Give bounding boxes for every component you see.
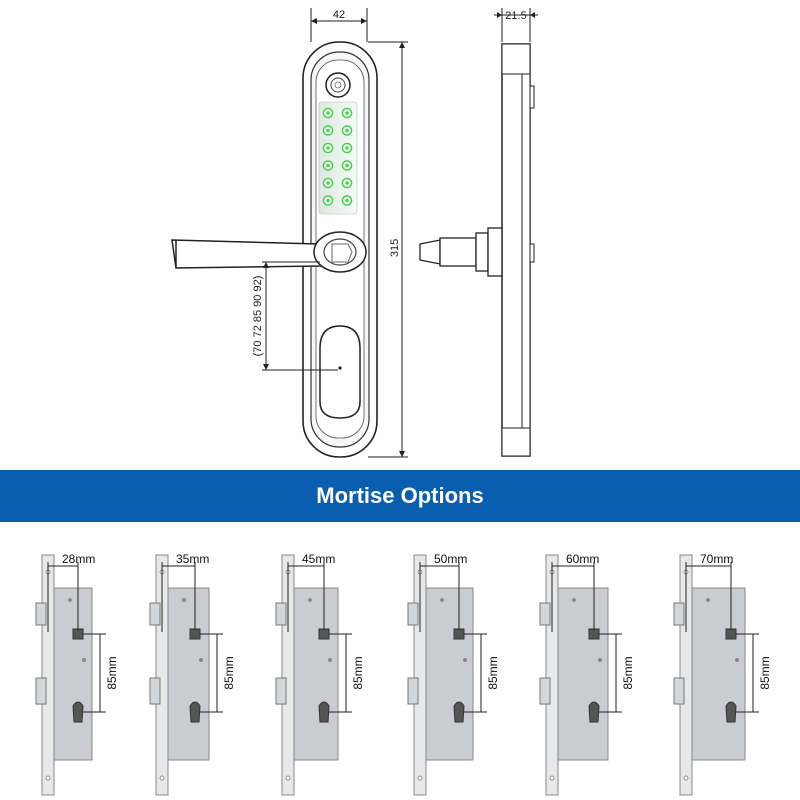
height-dimension: 315 [368, 41, 408, 458]
keypad-key [322, 125, 334, 136]
mortise-latch [275, 602, 287, 626]
keypad-key [322, 107, 334, 119]
height-dimension-label: 315 [389, 239, 401, 257]
mortise-lock: 28mm 85mm [35, 552, 119, 796]
mortise-lock: 60mm 85mm [539, 552, 635, 796]
width-dimension-label: 42 [333, 9, 345, 21]
depth-dimension-label: 21.5 [505, 10, 526, 22]
keypad-key [341, 142, 353, 154]
cylinder-hole [318, 701, 330, 723]
banner-title: Mortise Options [316, 483, 484, 508]
center-distance-label: 85mm [105, 656, 119, 689]
mortise-body [425, 587, 474, 761]
center-distance-label: 85mm [486, 656, 500, 689]
cylinder-hole [588, 701, 600, 723]
spindle-hole [72, 628, 84, 640]
mortise-bolt [35, 677, 47, 705]
backset-dimension: (70 72 85 90 92) [252, 261, 338, 371]
mortise-body [293, 587, 339, 761]
spindle-hole [318, 628, 330, 640]
front-view: 42 [171, 8, 408, 458]
mortise-latch [149, 602, 161, 626]
cylinder-cover [319, 325, 361, 419]
cylinder-hole [725, 701, 737, 723]
mortise-latch [407, 602, 419, 626]
keypad-key [322, 177, 334, 189]
fingerprint-sensor-icon [325, 72, 351, 98]
keypad-key [341, 177, 353, 189]
keypad-key [341, 107, 353, 119]
backset-label: 50mm [434, 552, 467, 566]
depth-dimension: 21.5 [494, 8, 538, 42]
mortise-latch [35, 602, 47, 626]
spindle-hole [453, 628, 465, 640]
mortise-lock: 70mm 85mm [673, 552, 772, 796]
backset-range-label: (70 72 85 90 92) [252, 276, 264, 357]
mortise-bolt [407, 677, 419, 705]
center-distance-label: 85mm [758, 656, 772, 689]
keypad-key [322, 160, 334, 171]
lever-handle [171, 231, 367, 273]
cylinder-hole [72, 701, 84, 723]
keypad [318, 101, 358, 215]
spindle-hole [725, 628, 737, 640]
mortise-bolt [149, 677, 161, 705]
width-dimension: 42 [310, 8, 368, 42]
mortise-body [691, 587, 746, 761]
mortise-options-row: 28mm 85mm 35mm 85mm 45mm 85mm 50mm 85mm 60mm 85mm… [35, 552, 772, 796]
center-distance-label: 85mm [621, 656, 635, 689]
backset-label: 70mm [700, 552, 733, 566]
center-distance-label: 85mm [222, 656, 236, 689]
mortise-lock: 50mm 85mm [407, 552, 500, 796]
spindle-hole [588, 628, 600, 640]
spindle-side [419, 227, 503, 277]
keypad-key [322, 142, 334, 154]
mortise-body [167, 587, 210, 761]
keypad-key [322, 195, 334, 206]
mortise-options-banner: Mortise Options [0, 470, 800, 522]
cylinder-hole [453, 701, 465, 723]
backset-label: 60mm [566, 552, 599, 566]
spindle-hole [189, 628, 201, 640]
mortise-latch [673, 602, 685, 626]
mortise-bolt [275, 677, 287, 705]
mortise-body [557, 587, 609, 761]
backset-label: 45mm [302, 552, 335, 566]
backset-label: 35mm [176, 552, 209, 566]
mortise-bolt [673, 677, 685, 705]
keypad-key [341, 160, 353, 171]
keypad-keys [322, 107, 353, 206]
cylinder-hole [189, 701, 201, 723]
lock-technical-drawing: 42 [171, 8, 538, 458]
keypad-key [341, 195, 353, 206]
side-view: 21.5 [419, 8, 538, 457]
keypad-key [341, 125, 353, 136]
mortise-lock: 45mm 85mm [275, 552, 365, 796]
center-distance-label: 85mm [351, 656, 365, 689]
mortise-bolt [539, 677, 551, 705]
mortise-lock: 35mm 85mm [149, 552, 236, 796]
mortise-body [53, 587, 93, 761]
backset-label: 28mm [62, 552, 95, 566]
mortise-latch [539, 602, 551, 626]
